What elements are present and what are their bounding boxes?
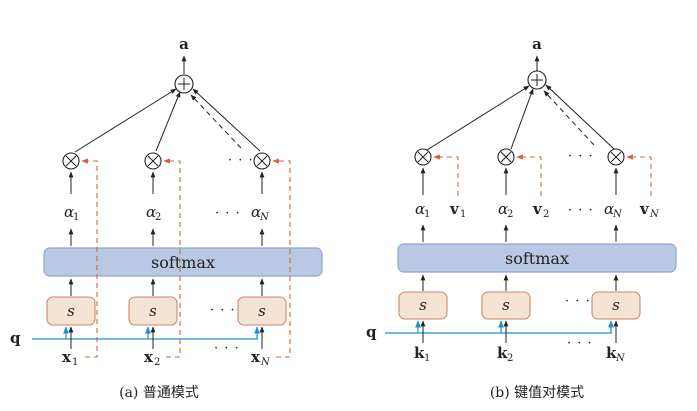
svg-text:v: v [449, 200, 460, 218]
svg-text:2: 2 [154, 357, 160, 368]
svg-text:N: N [615, 353, 626, 364]
svg-text:2: 2 [155, 212, 161, 223]
multiply-node-b-n [607, 148, 625, 166]
alpha-label-a-n: α N [251, 203, 270, 223]
svg-text:α: α [604, 200, 614, 218]
value-label-b-n: v N [639, 200, 660, 220]
softmax-box-b [397, 243, 677, 273]
input-label-a-1: x 1 [62, 348, 78, 368]
svg-text:α: α [251, 203, 261, 221]
svg-text:s: s [149, 302, 157, 320]
multiply-node-b-2 [497, 148, 515, 166]
multiply-node-a-1 [62, 152, 80, 170]
svg-text:2: 2 [507, 209, 513, 220]
svg-text:α: α [498, 200, 508, 218]
panel-a: a · · · α [10, 35, 323, 401]
svg-text:s: s [502, 296, 510, 314]
key-label-b-n: k N [606, 344, 626, 364]
svg-text:v: v [639, 200, 650, 218]
svg-text:1: 1 [460, 209, 466, 220]
score-box-b-n: s [591, 291, 641, 320]
alpha-label-b-2: α 2 [498, 200, 513, 220]
svg-text:α: α [146, 203, 156, 221]
score-box-a-1: s [46, 296, 96, 326]
svg-text:1: 1 [424, 209, 430, 220]
multiply-node-b-1 [414, 148, 432, 166]
alpha-label-b-1: α 1 [415, 200, 430, 220]
panel-b: a · · · α 1 [366, 35, 677, 401]
svg-text:α: α [64, 203, 74, 221]
svg-text:v: v [532, 200, 543, 218]
svg-text:k: k [606, 344, 617, 362]
svg-text:α: α [415, 200, 425, 218]
ellipsis-b-alpha: · · · [568, 203, 594, 218]
softmax-label-a: softmax [151, 253, 215, 272]
multiply-node-a-2 [144, 152, 162, 170]
value-label-b-1: v 1 [449, 200, 466, 220]
sum-node-a [174, 74, 194, 94]
svg-text:x: x [251, 348, 261, 366]
svg-text:N: N [259, 212, 270, 223]
value-label-b-2: v 2 [532, 200, 549, 220]
svg-text:2: 2 [507, 353, 513, 364]
ellipsis-a-alpha: · · · [215, 206, 241, 221]
svg-text:1: 1 [73, 212, 79, 223]
alpha-label-a-1: α 1 [64, 203, 79, 223]
svg-text:x: x [144, 348, 154, 366]
caption-b: (b) 键值对模式 [490, 385, 584, 401]
svg-text:s: s [612, 296, 620, 314]
input-label-a-n: x N [251, 348, 271, 368]
svg-text:N: N [649, 209, 660, 220]
output-label-a: a [179, 35, 189, 53]
softmax-label-b: softmax [505, 249, 569, 268]
score-box-a-2: s [128, 296, 178, 326]
score-box-b-2: s [481, 291, 531, 320]
svg-text:k: k [497, 344, 508, 362]
ellipsis-b-mult: · · · [568, 149, 594, 164]
query-label-b: q [366, 323, 377, 341]
svg-text:x: x [62, 348, 72, 366]
svg-text:2: 2 [543, 209, 549, 220]
alpha-label-a-2: α 2 [146, 203, 161, 223]
svg-text:N: N [612, 209, 623, 220]
alpha-label-b-n: α N [604, 200, 623, 220]
svg-text:s: s [67, 302, 75, 320]
ellipsis-a-mult: · · · [228, 153, 254, 168]
svg-text:1: 1 [72, 357, 78, 368]
key-label-b-2: k 2 [497, 344, 513, 364]
key-label-b-1: k 1 [414, 344, 430, 364]
svg-text:s: s [258, 302, 266, 320]
output-label-b: a [532, 35, 542, 53]
ellipsis-a-input: · · · [214, 341, 240, 356]
caption-a: (a) 普通模式 [119, 385, 199, 401]
input-label-a-2: x 2 [144, 348, 160, 368]
ellipsis-a-score: · · · [210, 303, 236, 318]
ellipsis-b-key: · · · [567, 336, 593, 351]
ellipsis-b-score: · · · [565, 294, 591, 309]
query-label-a: q [10, 329, 21, 347]
svg-text:1: 1 [424, 353, 430, 364]
score-box-b-1: s [398, 291, 448, 320]
svg-text:N: N [260, 357, 271, 368]
sum-node-b [527, 70, 547, 90]
multiply-node-a-n [253, 152, 271, 170]
score-box-a-n: s [237, 296, 287, 326]
svg-text:k: k [414, 344, 425, 362]
softmax-box-a [43, 247, 323, 277]
svg-text:s: s [419, 296, 427, 314]
